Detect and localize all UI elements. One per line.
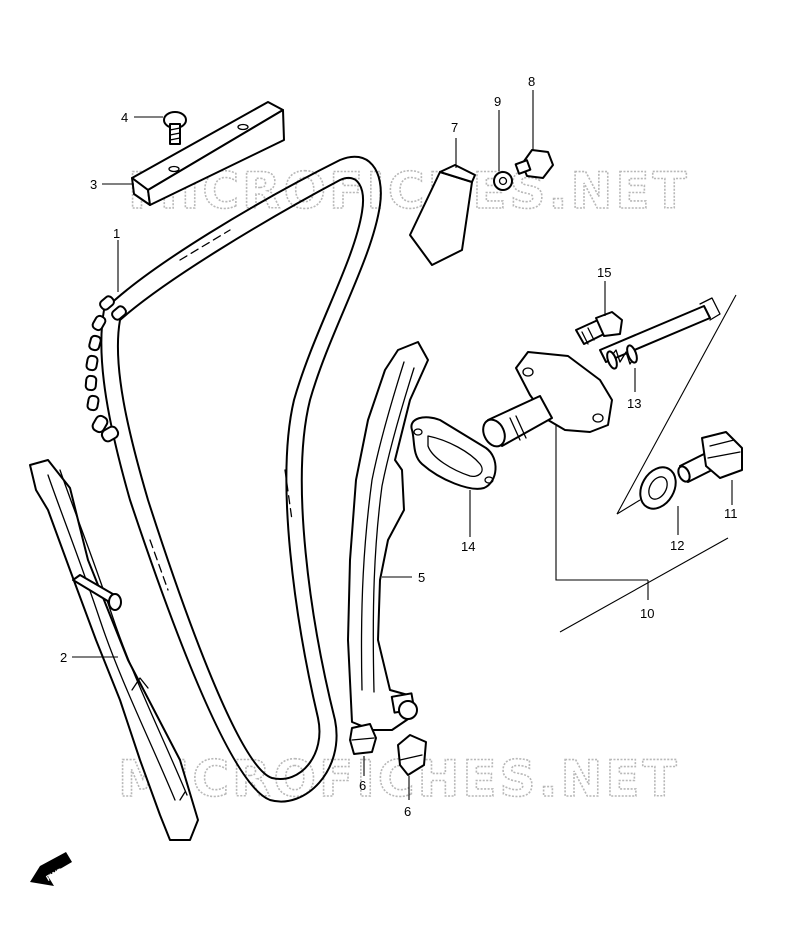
part-5-tensioner-guide[interactable] — [347, 341, 429, 731]
part-8-bolt[interactable] — [514, 149, 554, 179]
part-7-guide-block[interactable] — [409, 164, 476, 266]
callout-9: 9 — [494, 94, 501, 109]
part-2-chain-guide[interactable] — [29, 459, 199, 841]
part-3-guide-plate[interactable] — [131, 101, 285, 206]
callout-6-left: 6 — [359, 778, 366, 793]
part-14-gasket[interactable] — [410, 416, 497, 490]
callout-13: 13 — [627, 396, 641, 411]
leader-lines — [72, 90, 737, 800]
part-11-plug-bolt[interactable] — [676, 431, 743, 483]
guide-pivot-pin — [390, 692, 418, 720]
callout-6-right: 6 — [404, 804, 411, 819]
callout-12: 12 — [670, 538, 684, 553]
callout-2: 2 — [60, 650, 67, 665]
fwd-arrow-icon: FWD — [30, 852, 72, 886]
callout-15: 15 — [597, 265, 611, 280]
callout-4: 4 — [121, 110, 128, 125]
guide-pin — [72, 574, 122, 611]
callout-1: 1 — [113, 226, 120, 241]
part-13-spring[interactable] — [605, 344, 639, 370]
part-15-bolt[interactable] — [575, 311, 623, 345]
part-9-washer[interactable] — [493, 171, 513, 191]
callouts: 1 2 3 4 5 6 6 7 8 9 10 11 12 13 14 15 — [60, 74, 738, 819]
part-6-cushion-left[interactable] — [349, 723, 377, 755]
part-1-cam-chain[interactable] — [84, 155, 382, 803]
part-4-screw[interactable] — [163, 111, 187, 145]
callout-3: 3 — [90, 177, 97, 192]
callout-8: 8 — [528, 74, 535, 89]
watermark-bottom: MICROFICHES.NET — [118, 750, 680, 808]
part-6-cushion-right[interactable] — [397, 734, 427, 776]
part-12-washer[interactable] — [633, 461, 683, 515]
callout-10: 10 — [640, 606, 654, 621]
callout-5: 5 — [418, 570, 425, 585]
callout-11: 11 — [724, 506, 738, 521]
callout-14: 14 — [461, 539, 475, 554]
callout-7: 7 — [451, 120, 458, 135]
chain-links — [84, 295, 127, 443]
